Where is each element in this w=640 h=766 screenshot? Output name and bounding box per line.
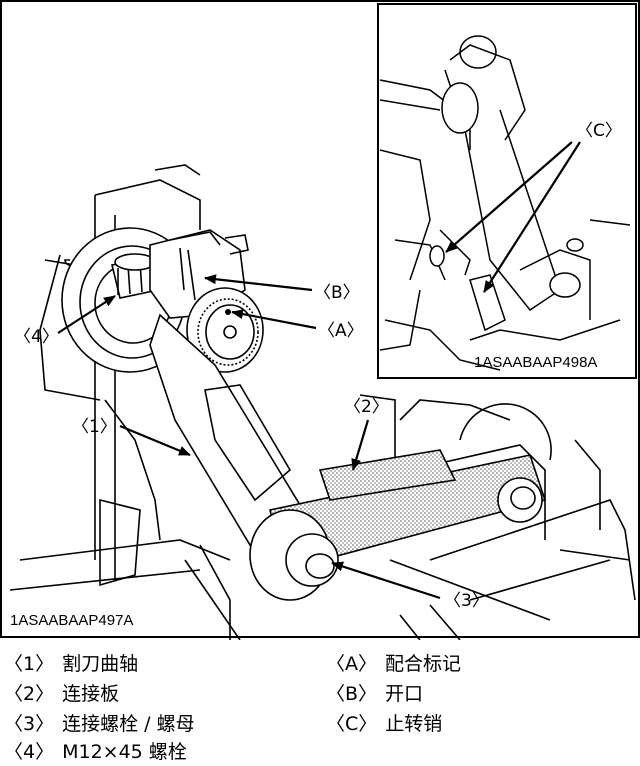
main-figure-code: 1ASAABAAP497A bbox=[10, 612, 133, 629]
legend-text: M12×45 螺栓 bbox=[62, 741, 187, 763]
legend-num: 〈1〉 bbox=[4, 653, 55, 675]
callout-1: 〈1〉 bbox=[72, 417, 117, 437]
leader-lines bbox=[57, 141, 581, 600]
inset-figure-code: 1ASAABAAP498A bbox=[474, 354, 597, 371]
callout-4: 〈4〉 bbox=[14, 327, 59, 347]
main-frame bbox=[0, 0, 640, 638]
callout-B: 〈B〉 bbox=[314, 283, 360, 303]
leader-1 bbox=[119, 424, 191, 457]
legend-text: 割刀曲轴 bbox=[62, 653, 139, 675]
main-drawing bbox=[9, 164, 636, 640]
callout-A: 〈A〉 bbox=[318, 321, 364, 341]
leader-4 bbox=[57, 295, 116, 334]
legend-text: 连接螺栓 / 螺母 bbox=[62, 713, 195, 735]
leader-A bbox=[231, 309, 317, 330]
legend-item-2: 〈2〉连接板 bbox=[4, 682, 119, 706]
technical-illustration: 〈1〉 〈2〉 〈3〉 〈4〉 〈A〉 〈B〉 〈C〉 1ASAABAAP497… bbox=[0, 0, 640, 640]
legend-num: 〈2〉 bbox=[4, 683, 55, 705]
callout-3: 〈3〉 bbox=[444, 591, 489, 611]
inset-drawing bbox=[379, 35, 631, 371]
legend-num: 〈C〉 bbox=[326, 713, 378, 735]
legend-num: 〈4〉 bbox=[4, 741, 55, 763]
callout-C: 〈C〉 bbox=[576, 121, 622, 141]
leader-B bbox=[204, 274, 313, 292]
legend: 〈1〉割刀曲轴 〈2〉连接板 〈3〉连接螺栓 / 螺母 〈4〉 M12×45 螺栓… bbox=[0, 648, 640, 766]
leader-C2 bbox=[483, 141, 581, 293]
legend-item-4: 〈4〉 M12×45 螺栓 bbox=[4, 740, 187, 764]
callout-2: 〈2〉 bbox=[344, 397, 389, 417]
legend-num: 〈B〉 bbox=[326, 683, 378, 705]
legend-text: 配合标记 bbox=[385, 653, 462, 675]
legend-num: 〈A〉 bbox=[326, 653, 377, 675]
leader-C1 bbox=[445, 141, 573, 253]
legend-item-C: 〈C〉止转销 bbox=[326, 712, 442, 736]
mark-dot bbox=[225, 309, 231, 315]
inset-frame bbox=[377, 3, 637, 379]
legend-text: 开口 bbox=[385, 683, 424, 705]
legend-num: 〈3〉 bbox=[4, 713, 55, 735]
leader-3 bbox=[331, 561, 441, 600]
legend-item-3: 〈3〉连接螺栓 / 螺母 bbox=[4, 712, 195, 736]
legend-item-A: 〈A〉配合标记 bbox=[326, 652, 461, 676]
legend-item-1: 〈1〉割刀曲轴 bbox=[4, 652, 138, 676]
leader-2 bbox=[351, 419, 370, 471]
legend-item-B: 〈B〉开口 bbox=[326, 682, 423, 706]
legend-text: 止转销 bbox=[385, 713, 443, 735]
legend-text: 连接板 bbox=[62, 683, 120, 705]
